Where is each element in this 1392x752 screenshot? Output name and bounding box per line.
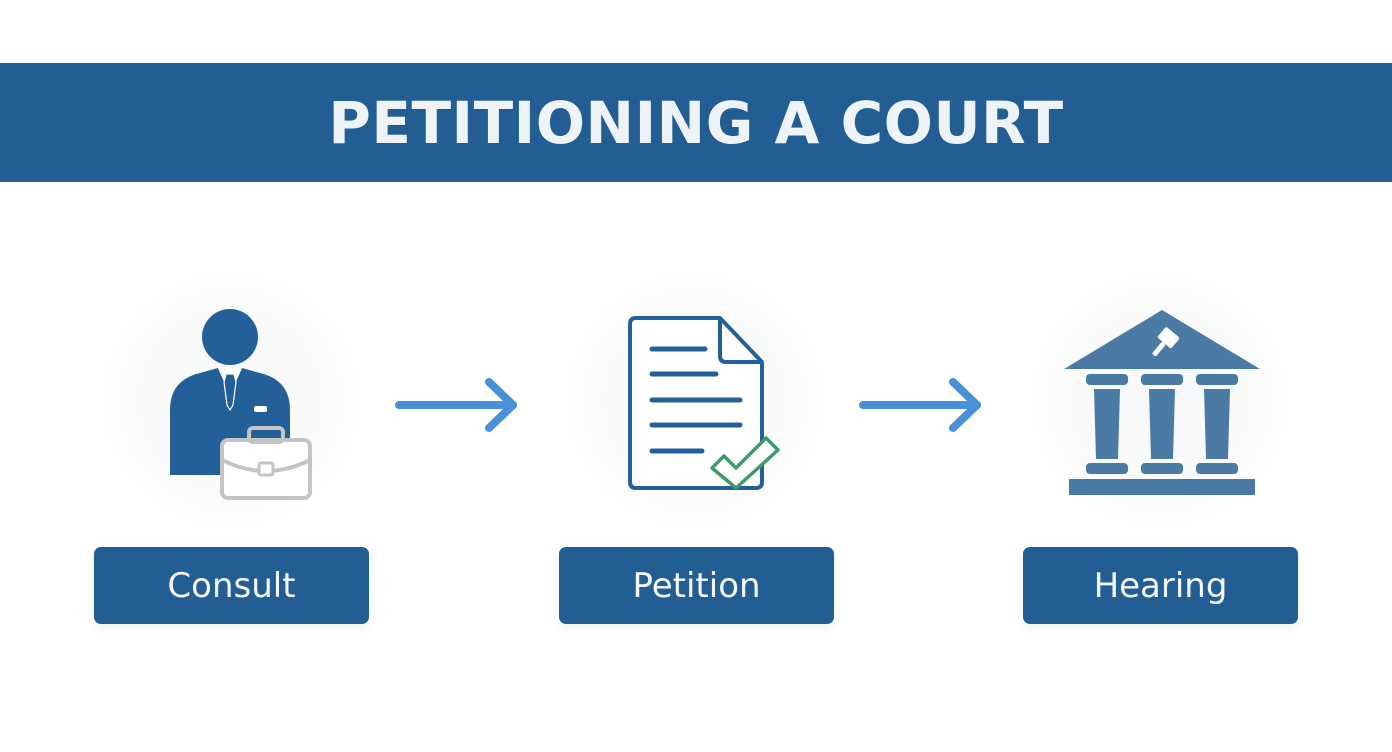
arrow-right-icon [395,378,517,432]
document-with-checkmark-icon [628,316,780,490]
page-title: PETITIONING A COURT [328,88,1064,157]
arrow-right-icon [859,378,981,432]
lawyer-with-briefcase-icon [170,309,312,500]
title-banner: PETITIONING A COURT [0,63,1392,182]
step-label-petition: Petition [559,547,834,624]
step-label-hearing: Hearing [1023,547,1298,624]
step-label-consult: Consult [94,547,369,624]
courthouse-gavel-icon [1064,310,1260,495]
